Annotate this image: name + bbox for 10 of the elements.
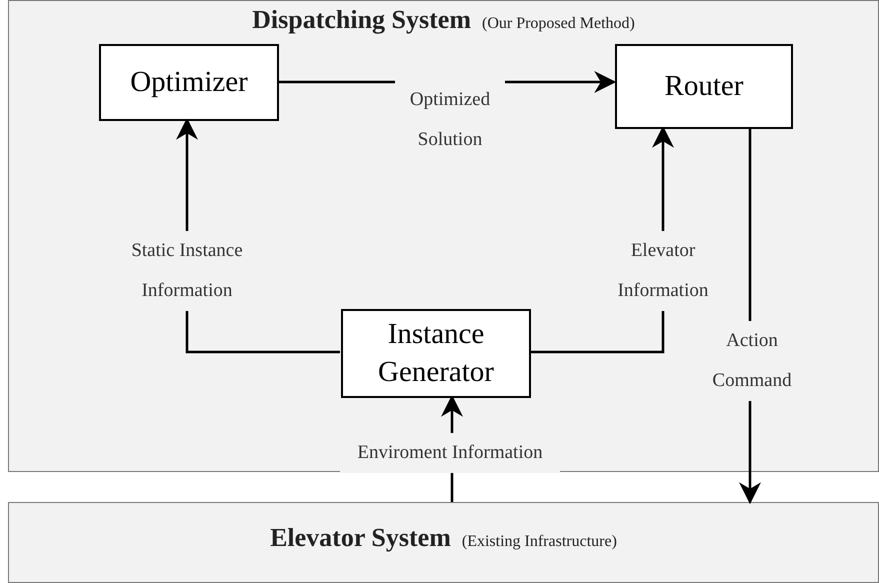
system-panel [8, 502, 879, 583]
box-label: Instance Generator [377, 316, 495, 390]
panel-heading: Elevator System (Existing Infrastructure) [269, 523, 618, 553]
edge-label: Enviroment Information [340, 433, 560, 473]
panel-heading: Dispatching System (Our Proposed Method) [251, 5, 636, 35]
process-box [341, 309, 531, 398]
process-box [99, 44, 279, 121]
box-label: Router [664, 68, 744, 104]
box-label: Optimizer [129, 64, 249, 100]
process-box [615, 44, 793, 129]
